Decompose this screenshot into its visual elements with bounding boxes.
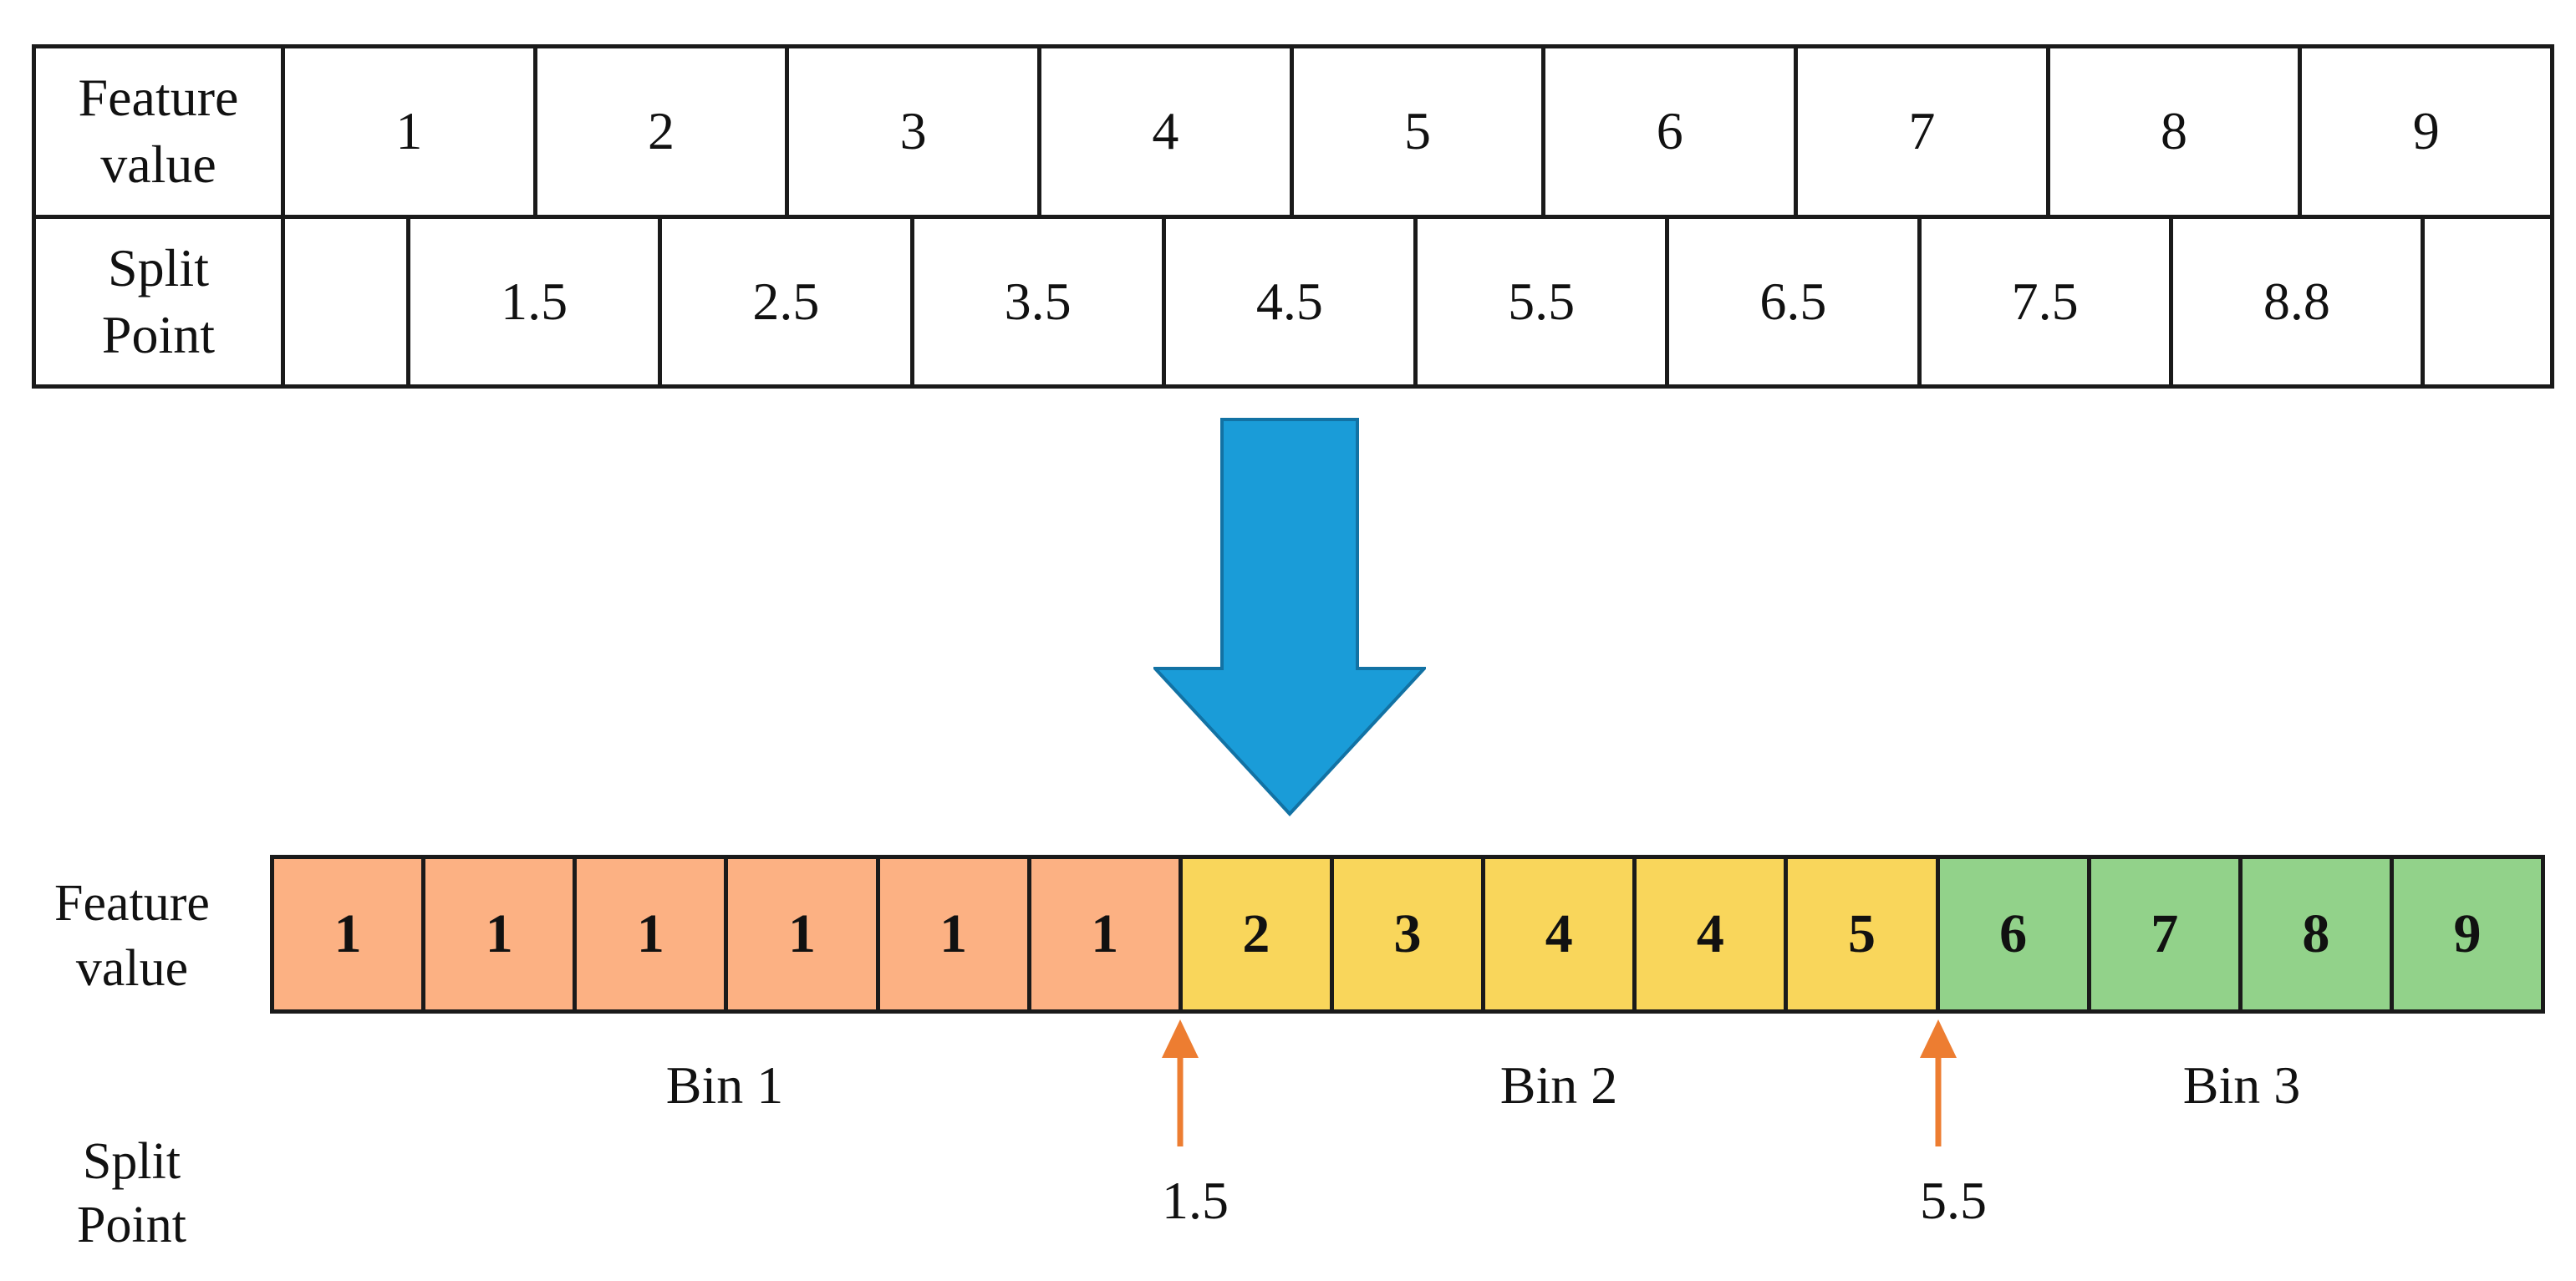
binned-row-label-line2: value: [75, 940, 189, 997]
split-point-cell: 7.5: [1922, 218, 2173, 384]
feature-value-cell: 9: [2412, 101, 2440, 161]
bin2-label: Bin 2: [1499, 1055, 1618, 1115]
feature-value-cell: 7: [1798, 48, 2050, 215]
split-point-cell: 3.5: [914, 218, 1166, 384]
bin2-cell: 4: [1637, 859, 1789, 1009]
split-point-cell: 5.5: [1418, 218, 1670, 384]
split-row-header: Split Point: [36, 218, 285, 384]
bin1-cell: 1: [274, 859, 426, 1009]
feature-value-cell: 3: [789, 48, 1042, 215]
split-point-axis-label: Split Point: [33, 1130, 230, 1257]
split-marker-up-arrow-icon: [1920, 1019, 1957, 1146]
bin3-label: Bin 3: [2182, 1055, 2301, 1115]
feature-split-table: Feature value 1 2 3 4 5 6 7 8 9 Split Po…: [32, 44, 2554, 389]
split-marker-up-arrow-icon: [1162, 1019, 1199, 1146]
split-marker-arrowhead: [1920, 1019, 1957, 1058]
feature-value-row: Feature value 1 2 3 4 5 6 7 8 9: [36, 48, 2550, 219]
split-point-spacer-cell: [2425, 219, 2550, 385]
split-point-axis-label-line1: Split: [82, 1133, 181, 1190]
bin1-cell: 1: [728, 859, 880, 1009]
bin3-cell: 8: [2242, 859, 2394, 1009]
bin2-cell: 3: [1333, 859, 1486, 1009]
bin1-cell: 1: [1031, 859, 1183, 1009]
bin3-cell: 9: [2393, 859, 2542, 1009]
binned-row-label-line1: Feature: [54, 875, 210, 932]
bin3-cell: 6: [1939, 859, 2091, 1009]
feature-value-cell: 4: [1041, 48, 1294, 215]
bin1-cell: 1: [879, 859, 1031, 1009]
split-point-cell: 4.5: [1166, 218, 1418, 384]
binned-row-label: Feature value: [23, 871, 241, 1001]
split-point-axis-label-line2: Point: [77, 1197, 186, 1253]
feature-value-cell: 6: [1545, 48, 1799, 215]
feature-value-cell: 1: [285, 48, 537, 215]
split-row-header-line2: Point: [101, 304, 216, 364]
bin2-cell: 5: [1788, 859, 1940, 1009]
feature-row-header-line1: Feature: [78, 68, 239, 128]
split-point-spacer-cell: [285, 218, 410, 384]
feature-value-cell: 2: [537, 48, 790, 215]
split-point-cell: 6.5: [1669, 218, 1922, 384]
feature-value-cell: 5: [1294, 48, 1546, 215]
bin3-cell: 7: [2090, 859, 2243, 1009]
feature-value-cell: 8: [2050, 48, 2303, 215]
split-point-row: Split Point 1.5 2.5 3.5 4.5 5.5 6.5 7.5 …: [36, 218, 2550, 385]
split-marker-arrowhead: [1162, 1019, 1199, 1058]
bin1-cell: 1: [577, 859, 729, 1009]
bin1-label: Bin 1: [665, 1055, 784, 1115]
split-marker2-value: 5.5: [1920, 1171, 1987, 1230]
down-block-arrow-shape: [1153, 418, 1426, 816]
split-point-cell: 8.8: [2173, 218, 2425, 384]
split-row-header-line1: Split: [108, 237, 209, 297]
down-block-arrow-icon: [1153, 418, 1426, 816]
bin2-cell: 4: [1485, 859, 1637, 1009]
binned-feature-row: 1 1 1 1 1 1 2 3 4 4 5 6 7 8 9: [270, 855, 2545, 1014]
bin2-cell: 2: [1182, 859, 1334, 1009]
split-marker-stem: [1177, 1056, 1184, 1146]
split-point-cell: 1.5: [410, 218, 663, 384]
feature-row-header-line2: value: [100, 135, 216, 195]
split-point-cell: 2.5: [662, 218, 914, 384]
feature-row-header: Feature value: [36, 48, 285, 215]
bin1-cell: 1: [425, 859, 578, 1009]
split-marker1-value: 1.5: [1162, 1171, 1229, 1230]
split-marker-stem: [1935, 1056, 1942, 1146]
